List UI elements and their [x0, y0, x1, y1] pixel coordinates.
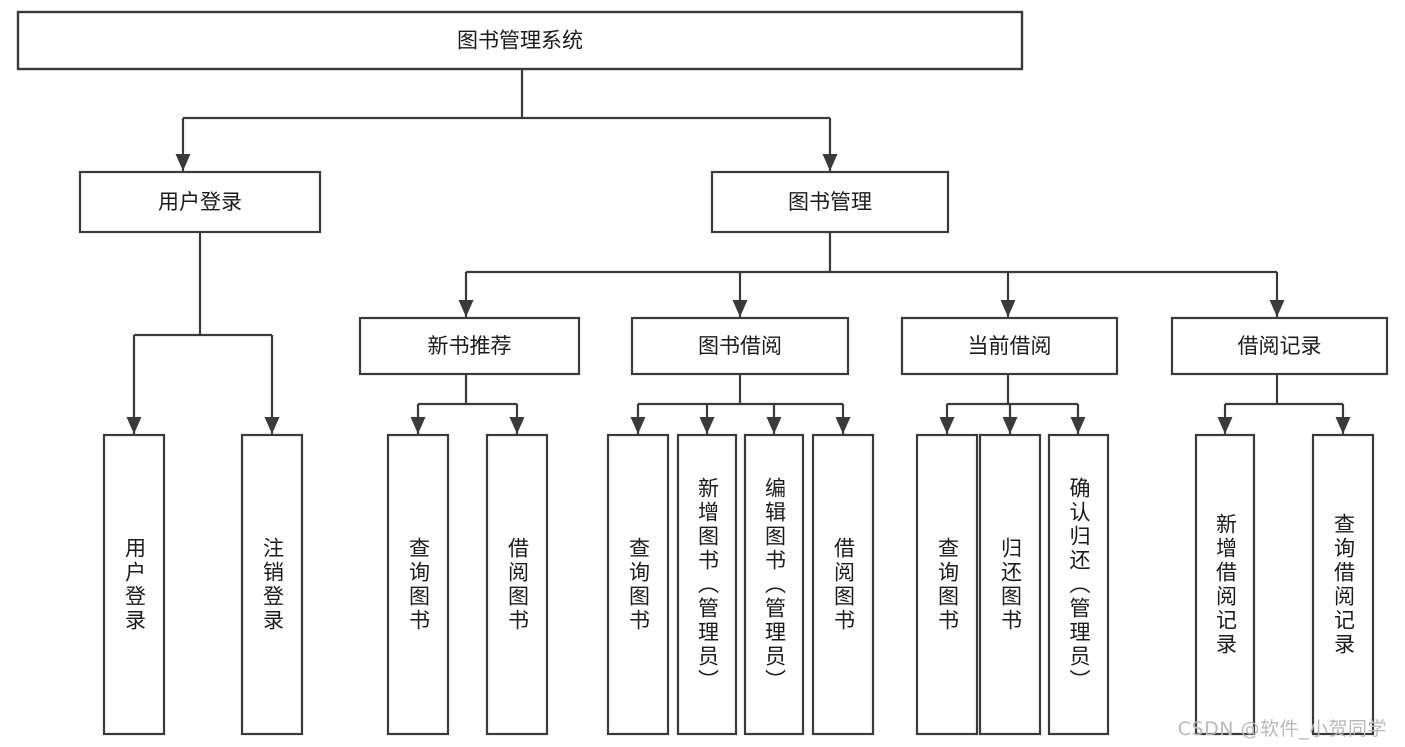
node-leaf-8[interactable] — [915, 433, 979, 736]
level2-label-1: 图书管理 — [788, 190, 872, 214]
arrow-head-icon — [699, 417, 715, 434]
arrow-head-icon — [126, 417, 142, 434]
node-leaf-5[interactable] — [676, 433, 738, 736]
arrow-head-icon — [1269, 300, 1285, 317]
arrow-head-icon — [264, 417, 280, 434]
node-root-图书管理系统[interactable] — [16, 10, 1024, 71]
node-leaf-3[interactable] — [485, 433, 549, 736]
node-leaf-2[interactable] — [386, 433, 450, 736]
node-leaf-6[interactable] — [743, 433, 805, 736]
node-leaf-1[interactable] — [240, 433, 304, 736]
node-leaf-7[interactable] — [811, 433, 875, 736]
node-leaf-4[interactable] — [606, 433, 670, 736]
arrow-head-icon — [939, 417, 955, 434]
level3-label-0: 新书推荐 — [428, 334, 512, 358]
node-level2-0[interactable] — [78, 170, 322, 234]
level3-label-3: 借阅记录 — [1238, 334, 1322, 358]
arrow-head-icon — [509, 417, 525, 434]
arrow-head-icon — [1217, 417, 1233, 434]
arrow-head-icon — [458, 300, 474, 317]
boxes-layer — [16, 10, 1389, 736]
arrow-head-icon — [766, 417, 782, 434]
level3-label-1: 图书借阅 — [698, 334, 782, 358]
arrow-head-icon — [1070, 417, 1086, 434]
level2-label-0: 用户登录 — [158, 190, 242, 214]
arrow-head-icon — [835, 417, 851, 434]
node-level3-1[interactable] — [630, 316, 850, 376]
root-label: 图书管理系统 — [457, 29, 583, 53]
node-leaf-11[interactable] — [1194, 433, 1256, 736]
node-level3-3[interactable] — [1170, 316, 1389, 376]
connectors-layer — [126, 69, 1351, 434]
arrow-head-icon — [1002, 417, 1018, 434]
node-leaf-12[interactable] — [1311, 433, 1375, 736]
node-leaf-10[interactable] — [1047, 433, 1110, 736]
arrow-head-icon — [1335, 417, 1351, 434]
level3-label-2: 当前借阅 — [968, 334, 1052, 358]
arrow-head-icon — [732, 300, 748, 317]
node-leaf-9[interactable] — [978, 433, 1042, 736]
arrow-head-icon — [822, 154, 838, 171]
arrow-head-icon — [630, 417, 646, 434]
watermark: CSDN @软件_小贺同学 — [1177, 718, 1387, 740]
node-level3-2[interactable] — [900, 316, 1119, 376]
arrow-head-icon — [175, 154, 191, 171]
arrow-head-icon — [410, 417, 426, 434]
arrow-head-icon — [1000, 300, 1016, 317]
node-leaf-0[interactable] — [102, 433, 166, 736]
node-level3-0[interactable] — [358, 316, 581, 376]
node-level2-1[interactable] — [710, 170, 950, 234]
